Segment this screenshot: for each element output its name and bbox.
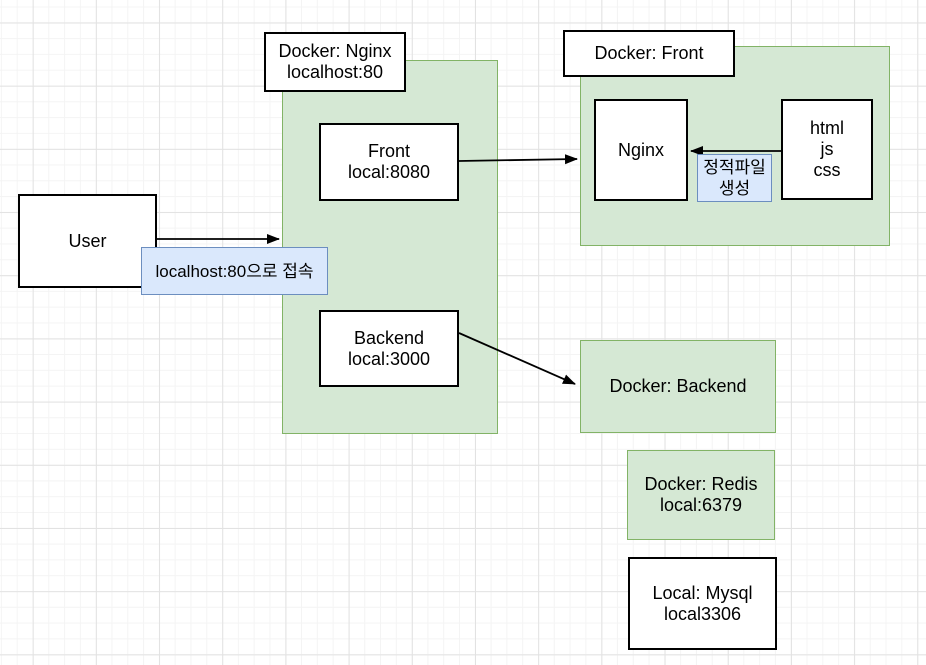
node-docker-backend: Docker: Backend — [580, 340, 776, 433]
node-user: User — [18, 194, 157, 288]
node-front-text: Front local:8080 — [347, 141, 431, 182]
edge-label-user-connection-text: localhost:80으로 접속 — [155, 261, 314, 281]
label-docker-nginx: Docker: Nginx localhost:80 — [264, 32, 406, 92]
node-backend-text: Backend local:3000 — [347, 327, 431, 369]
node-static-assets-text: html js css — [809, 118, 844, 180]
node-docker-backend-text: Docker: Backend — [609, 376, 747, 396]
edge-label-user-connection: localhost:80으로 접속 — [141, 247, 328, 295]
node-front: Front local:8080 — [319, 123, 459, 201]
label-docker-front: Docker: Front — [563, 30, 735, 77]
node-docker-redis-text: Docker: Redis local:6379 — [644, 474, 758, 515]
node-local-mysql-text: Local: Mysql local3306 — [652, 582, 753, 624]
node-docker-redis: Docker: Redis local:6379 — [627, 450, 775, 540]
node-backend: Backend local:3000 — [319, 310, 459, 387]
node-local-mysql: Local: Mysql local3306 — [628, 557, 777, 650]
node-nginx-text: Nginx — [617, 139, 665, 160]
label-docker-front-text: Docker: Front — [594, 43, 704, 63]
node-user-text: User — [68, 230, 107, 251]
edge-label-static-files: 정적파일 생성 — [697, 154, 772, 202]
label-docker-nginx-text: Docker: Nginx localhost:80 — [278, 41, 392, 82]
edge-label-static-files-text: 정적파일 생성 — [703, 158, 766, 198]
node-static-assets: html js css — [781, 99, 873, 200]
node-nginx: Nginx — [594, 99, 688, 201]
